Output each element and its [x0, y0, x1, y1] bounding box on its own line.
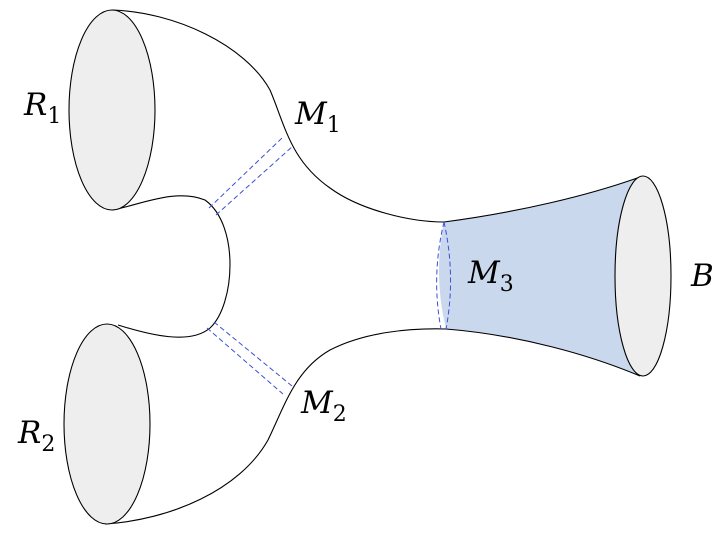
- surface-outline: [104, 9, 641, 525]
- m3-cut-arc-a: [436, 221, 445, 330]
- shaded-region-m3-b: [438, 177, 640, 376]
- label-r2: R2: [17, 415, 55, 457]
- bottom-boundary-curve: [104, 328, 447, 525]
- m3-cut-arc-b: [443, 221, 452, 330]
- m1-cut-line-b: [215, 145, 294, 216]
- inner-boundary-curve: [111, 195, 231, 338]
- dashed-cuts: [206, 137, 452, 395]
- top-boundary-curve: [111, 9, 445, 223]
- r2-boundary-disk: [63, 323, 151, 525]
- r1-boundary-disk: [68, 9, 156, 211]
- label-m2: M2: [300, 385, 347, 427]
- label-b: B: [690, 258, 714, 294]
- lower-tube-edge: [445, 328, 641, 377]
- b-boundary-disk: [614, 175, 672, 377]
- label-m1: M1: [294, 96, 341, 138]
- m2-cut-line-b: [213, 321, 293, 387]
- label-r1: R1: [23, 87, 61, 129]
- upper-tube-edge: [443, 176, 641, 223]
- m2-cut-line-a: [206, 327, 284, 395]
- m1-cut-line-a: [208, 137, 283, 209]
- label-m3: M3: [467, 255, 514, 297]
